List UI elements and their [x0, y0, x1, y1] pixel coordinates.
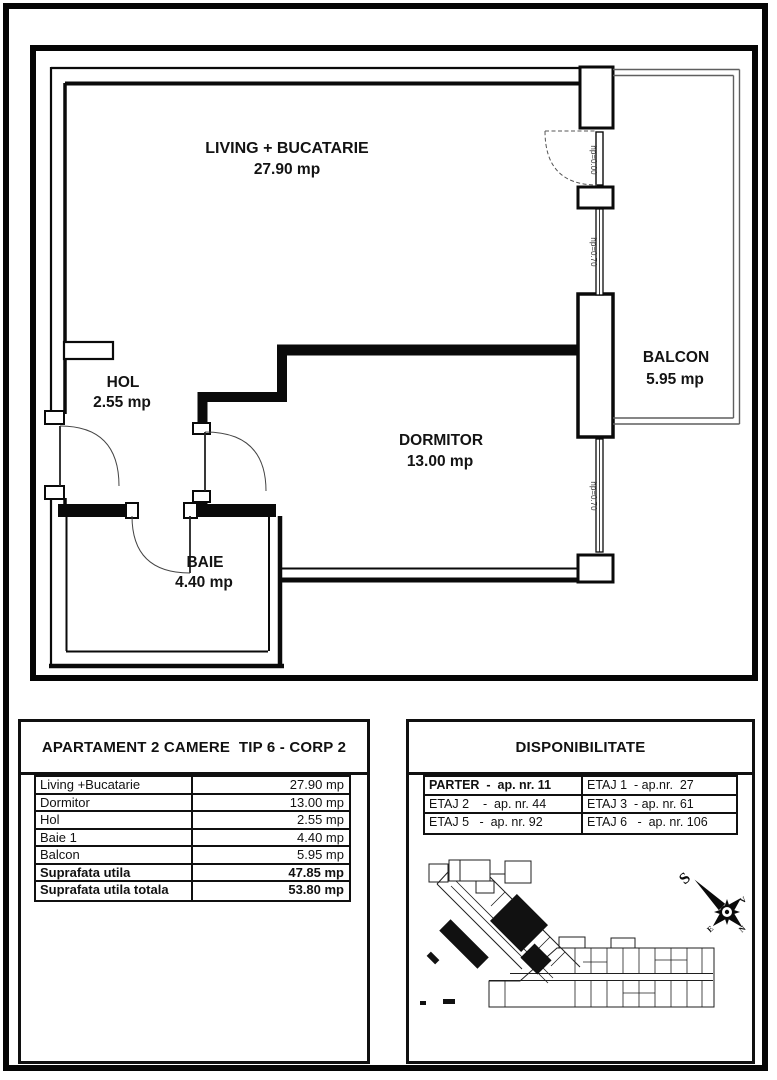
row-label: Balcon: [36, 847, 193, 863]
hol-stub-wall: [62, 340, 115, 361]
room-label-hol: HOL: [107, 374, 140, 391]
compass-letter-east: E: [705, 924, 715, 934]
window-hp070-upper: [595, 208, 604, 296]
row-value: 5.95 mp: [297, 847, 344, 862]
table-row: Baie 1 4.40 mp: [36, 829, 349, 847]
availability-row: ETAJ 2 - ap. nr. 44 ETAJ 3 - ap. nr. 61: [425, 795, 736, 814]
site-plan: [420, 859, 715, 1008]
pillar-bottom: [576, 553, 615, 584]
room-label-living: LIVING + BUCATARIE: [205, 140, 369, 157]
pillar-mid: [576, 185, 615, 210]
room-area-hol: 2.55 mp: [93, 394, 151, 411]
exterior-walls: [49, 66, 614, 669]
row-label: Living +Bucatarie: [36, 777, 193, 793]
availability-table: PARTER - ap. nr. 11 ETAJ 1 - ap.nr. 27 E…: [423, 775, 738, 835]
hp-annotation-door: hp=0.00: [589, 145, 598, 175]
apartment-table-title: APARTAMENT 2 CAMERE TIP 6 - CORP 2: [21, 722, 367, 775]
row-value: 53.80 mp: [288, 882, 344, 897]
room-label-baie: BAIE: [186, 554, 223, 571]
hp-annotation-window-upper: hp=0.70: [589, 237, 598, 267]
row-value: 47.85 mp: [288, 864, 344, 880]
hp-annotation-window-lower: hp=0.70: [589, 481, 598, 511]
apartment-table-panel: APARTAMENT 2 CAMERE TIP 6 - CORP 2 Livin…: [18, 719, 370, 1064]
plan-frame: [30, 45, 758, 681]
room-area-dormitor: 13.00 mp: [407, 453, 473, 470]
availability-row: PARTER - ap. nr. 11 ETAJ 1 - ap.nr. 27: [425, 777, 736, 796]
room-label-balcon: BALCON: [643, 349, 709, 366]
table-row: Dormitor 13.00 mp: [36, 794, 349, 812]
pillar-big: [576, 292, 615, 439]
row-label: Hol: [36, 812, 193, 828]
availability-cell: ETAJ 6 - ap. nr. 106: [587, 815, 708, 829]
compass-letter-west: V: [738, 895, 748, 906]
table-row: Living +Bucatarie 27.90 mp: [36, 777, 349, 795]
availability-row: ETAJ 5 - ap. nr. 92 ETAJ 6 - ap. nr. 106: [425, 814, 736, 833]
availability-cell: ETAJ 2 - ap. nr. 44: [425, 795, 583, 812]
availability-cell: PARTER - ap. nr. 11: [425, 777, 583, 794]
row-label: Suprafata utila: [36, 864, 193, 880]
balcony-door: [544, 130, 604, 186]
availability-title: DISPONIBILITATE: [409, 722, 752, 775]
right-wall-column: [576, 65, 615, 584]
compass-letter-north: N: [737, 924, 747, 935]
apartment-table: Living +Bucatarie 27.90 mp Dormitor 13.0…: [34, 775, 351, 902]
availability-cell: ETAJ 3 - ap. nr. 61: [587, 796, 694, 811]
entrance-door: [44, 410, 120, 500]
interior-walls: [58, 344, 579, 517]
baie-door: [125, 502, 198, 574]
balcony-railing: [613, 68, 741, 425]
table-row: Balcon 5.95 mp: [36, 847, 349, 865]
room-area-balcon: 5.95 mp: [646, 371, 704, 388]
row-label: Baie 1: [36, 829, 193, 845]
balcony-door-arc: [544, 130, 598, 186]
row-value: 27.90 mp: [289, 777, 344, 792]
entrance-door-arc: [59, 425, 120, 487]
dormitor-door-arc: [204, 431, 267, 492]
availability-cell: ETAJ 5 - ap. nr. 92: [425, 814, 583, 833]
pillar-top: [578, 65, 615, 130]
row-value: 4.40 mp: [297, 829, 344, 845]
dormitor-door: [192, 422, 267, 503]
availability-panel: DISPONIBILITATE PARTER - ap. nr. 11 ETAJ…: [406, 719, 755, 1064]
room-label-dormitor: DORMITOR: [399, 432, 483, 449]
table-row-total-utila: Suprafata utila 47.85 mp: [36, 864, 349, 882]
row-value: 2.55 mp: [297, 812, 344, 827]
room-area-baie: 4.40 mp: [175, 574, 233, 591]
availability-cell: ETAJ 1 - ap.nr. 27: [587, 778, 694, 792]
baie-door-arc: [131, 515, 191, 574]
row-label: Dormitor: [36, 794, 193, 810]
row-value: 13.00 mp: [289, 794, 344, 810]
site-plan-highlight: [420, 894, 552, 1005]
window-hp070-lower: [595, 438, 604, 553]
table-row: Hol 2.55 mp: [36, 812, 349, 830]
row-label: Suprafata utila totala: [36, 882, 193, 900]
table-row-total-totala: Suprafata utila totala 53.80 mp: [36, 882, 349, 900]
room-area-living: 27.90 mp: [254, 161, 320, 178]
